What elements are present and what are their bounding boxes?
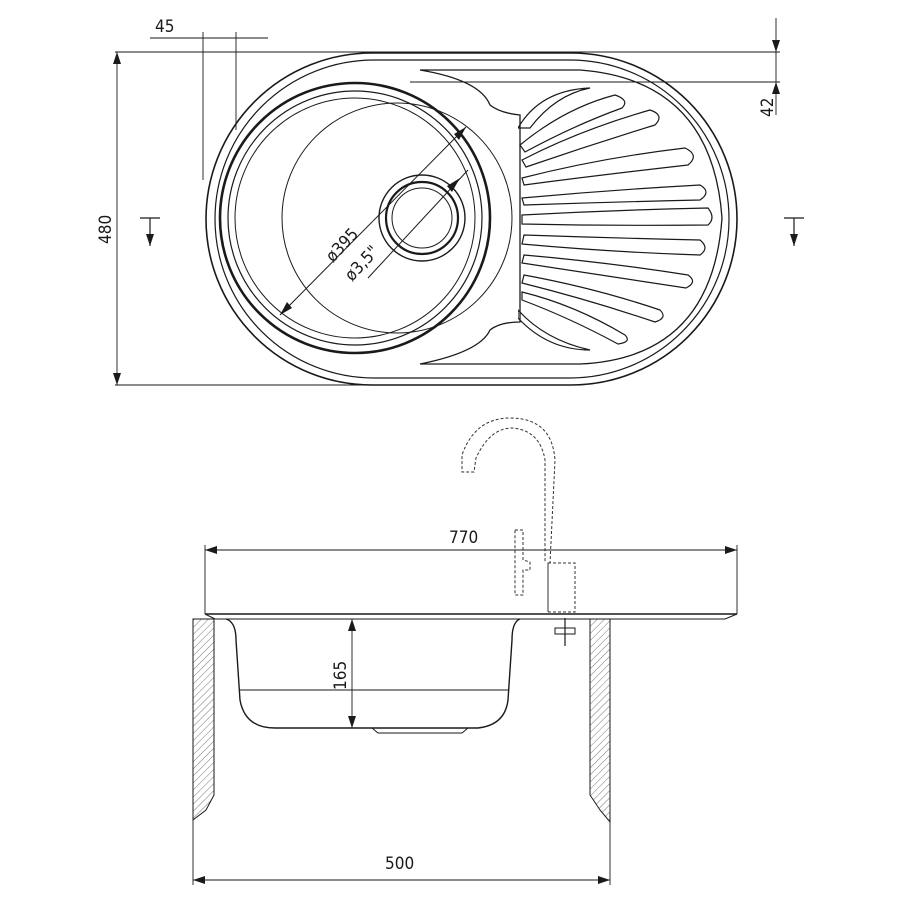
faucet-spout — [461, 417, 556, 612]
bowl-inner-ring-2 — [234, 97, 476, 339]
bowl-diameter-line — [279, 126, 467, 316]
dim-770-arrow-left — [205, 546, 217, 554]
side-view: 770 165 500 — [192, 417, 738, 885]
section-marker-right — [784, 217, 804, 246]
drain-mid — [384, 180, 460, 256]
drainer-rib — [521, 147, 694, 186]
dim-480-arrow-bottom — [113, 373, 121, 385]
drainer-rib — [517, 308, 591, 351]
drainer-rib — [519, 94, 626, 153]
bowl-diameter-arrow-b — [454, 127, 466, 140]
dim-480-label: 480 — [96, 215, 116, 244]
dim-500-arrow-left — [193, 876, 205, 884]
dim-500-arrow-right — [598, 876, 610, 884]
faucet-handle — [514, 529, 531, 596]
dim-45: 45 — [150, 17, 268, 180]
cabinet-wall-right — [589, 618, 611, 824]
bowl-diameter-arrow-a — [280, 302, 292, 315]
dim-500: 500 — [192, 820, 611, 885]
dim-42-arrow-b — [772, 82, 780, 94]
sink-inner-rim — [214, 59, 730, 379]
dim-42-label: 42 — [758, 98, 778, 117]
drainer-rib — [521, 184, 707, 206]
bowl-inner-ring-1 — [227, 90, 483, 346]
drain-diameter-arrow — [447, 178, 460, 192]
bowl-floor — [281, 102, 513, 334]
drainer-rib — [521, 291, 628, 345]
drainer-rib — [516, 87, 591, 129]
dim-42-arrow-a — [772, 40, 780, 52]
dim-45-label: 45 — [155, 17, 174, 37]
cabinet-wall-left — [192, 618, 215, 822]
bowl: ø395 ø3,5" — [218, 81, 513, 355]
drainer-rib — [521, 207, 713, 226]
drainer-outline — [419, 69, 723, 365]
bowl-profile-outer — [225, 618, 521, 729]
drainer-rib — [521, 234, 706, 256]
dim-165-arrow-bottom — [348, 716, 356, 728]
faucet-body — [547, 562, 576, 613]
dim-480: 480 — [96, 52, 420, 386]
drainer-rib — [521, 254, 694, 289]
dim-770-label: 770 — [449, 528, 478, 548]
dim-770: 770 — [204, 528, 738, 614]
drainer-rib — [521, 274, 664, 323]
faucet-outline — [461, 417, 576, 613]
drainer-rib — [521, 109, 660, 168]
drain-outer — [378, 174, 466, 262]
dim-42: 42 — [115, 18, 780, 117]
sink-edge-left — [204, 613, 216, 620]
dim-500-label: 500 — [385, 854, 414, 874]
dim-165: 165 — [331, 619, 356, 728]
top-view: ø395 ø3,5" 45 — [96, 17, 804, 386]
drainer-ribs — [516, 87, 713, 351]
faucet-mount-nut — [554, 627, 576, 635]
sink-outer-rim — [205, 52, 738, 386]
dim-165-label: 165 — [331, 661, 351, 690]
dim-165-arrow-top — [348, 619, 356, 631]
section-marker-left — [140, 217, 160, 246]
sink-edge-right — [724, 613, 738, 620]
dim-770-arrow-right — [725, 546, 737, 554]
bowl-outer-ring — [218, 81, 492, 355]
drain-inner — [391, 187, 453, 249]
bowl-drain-bottom — [371, 727, 469, 734]
dim-480-arrow-top — [113, 52, 121, 64]
